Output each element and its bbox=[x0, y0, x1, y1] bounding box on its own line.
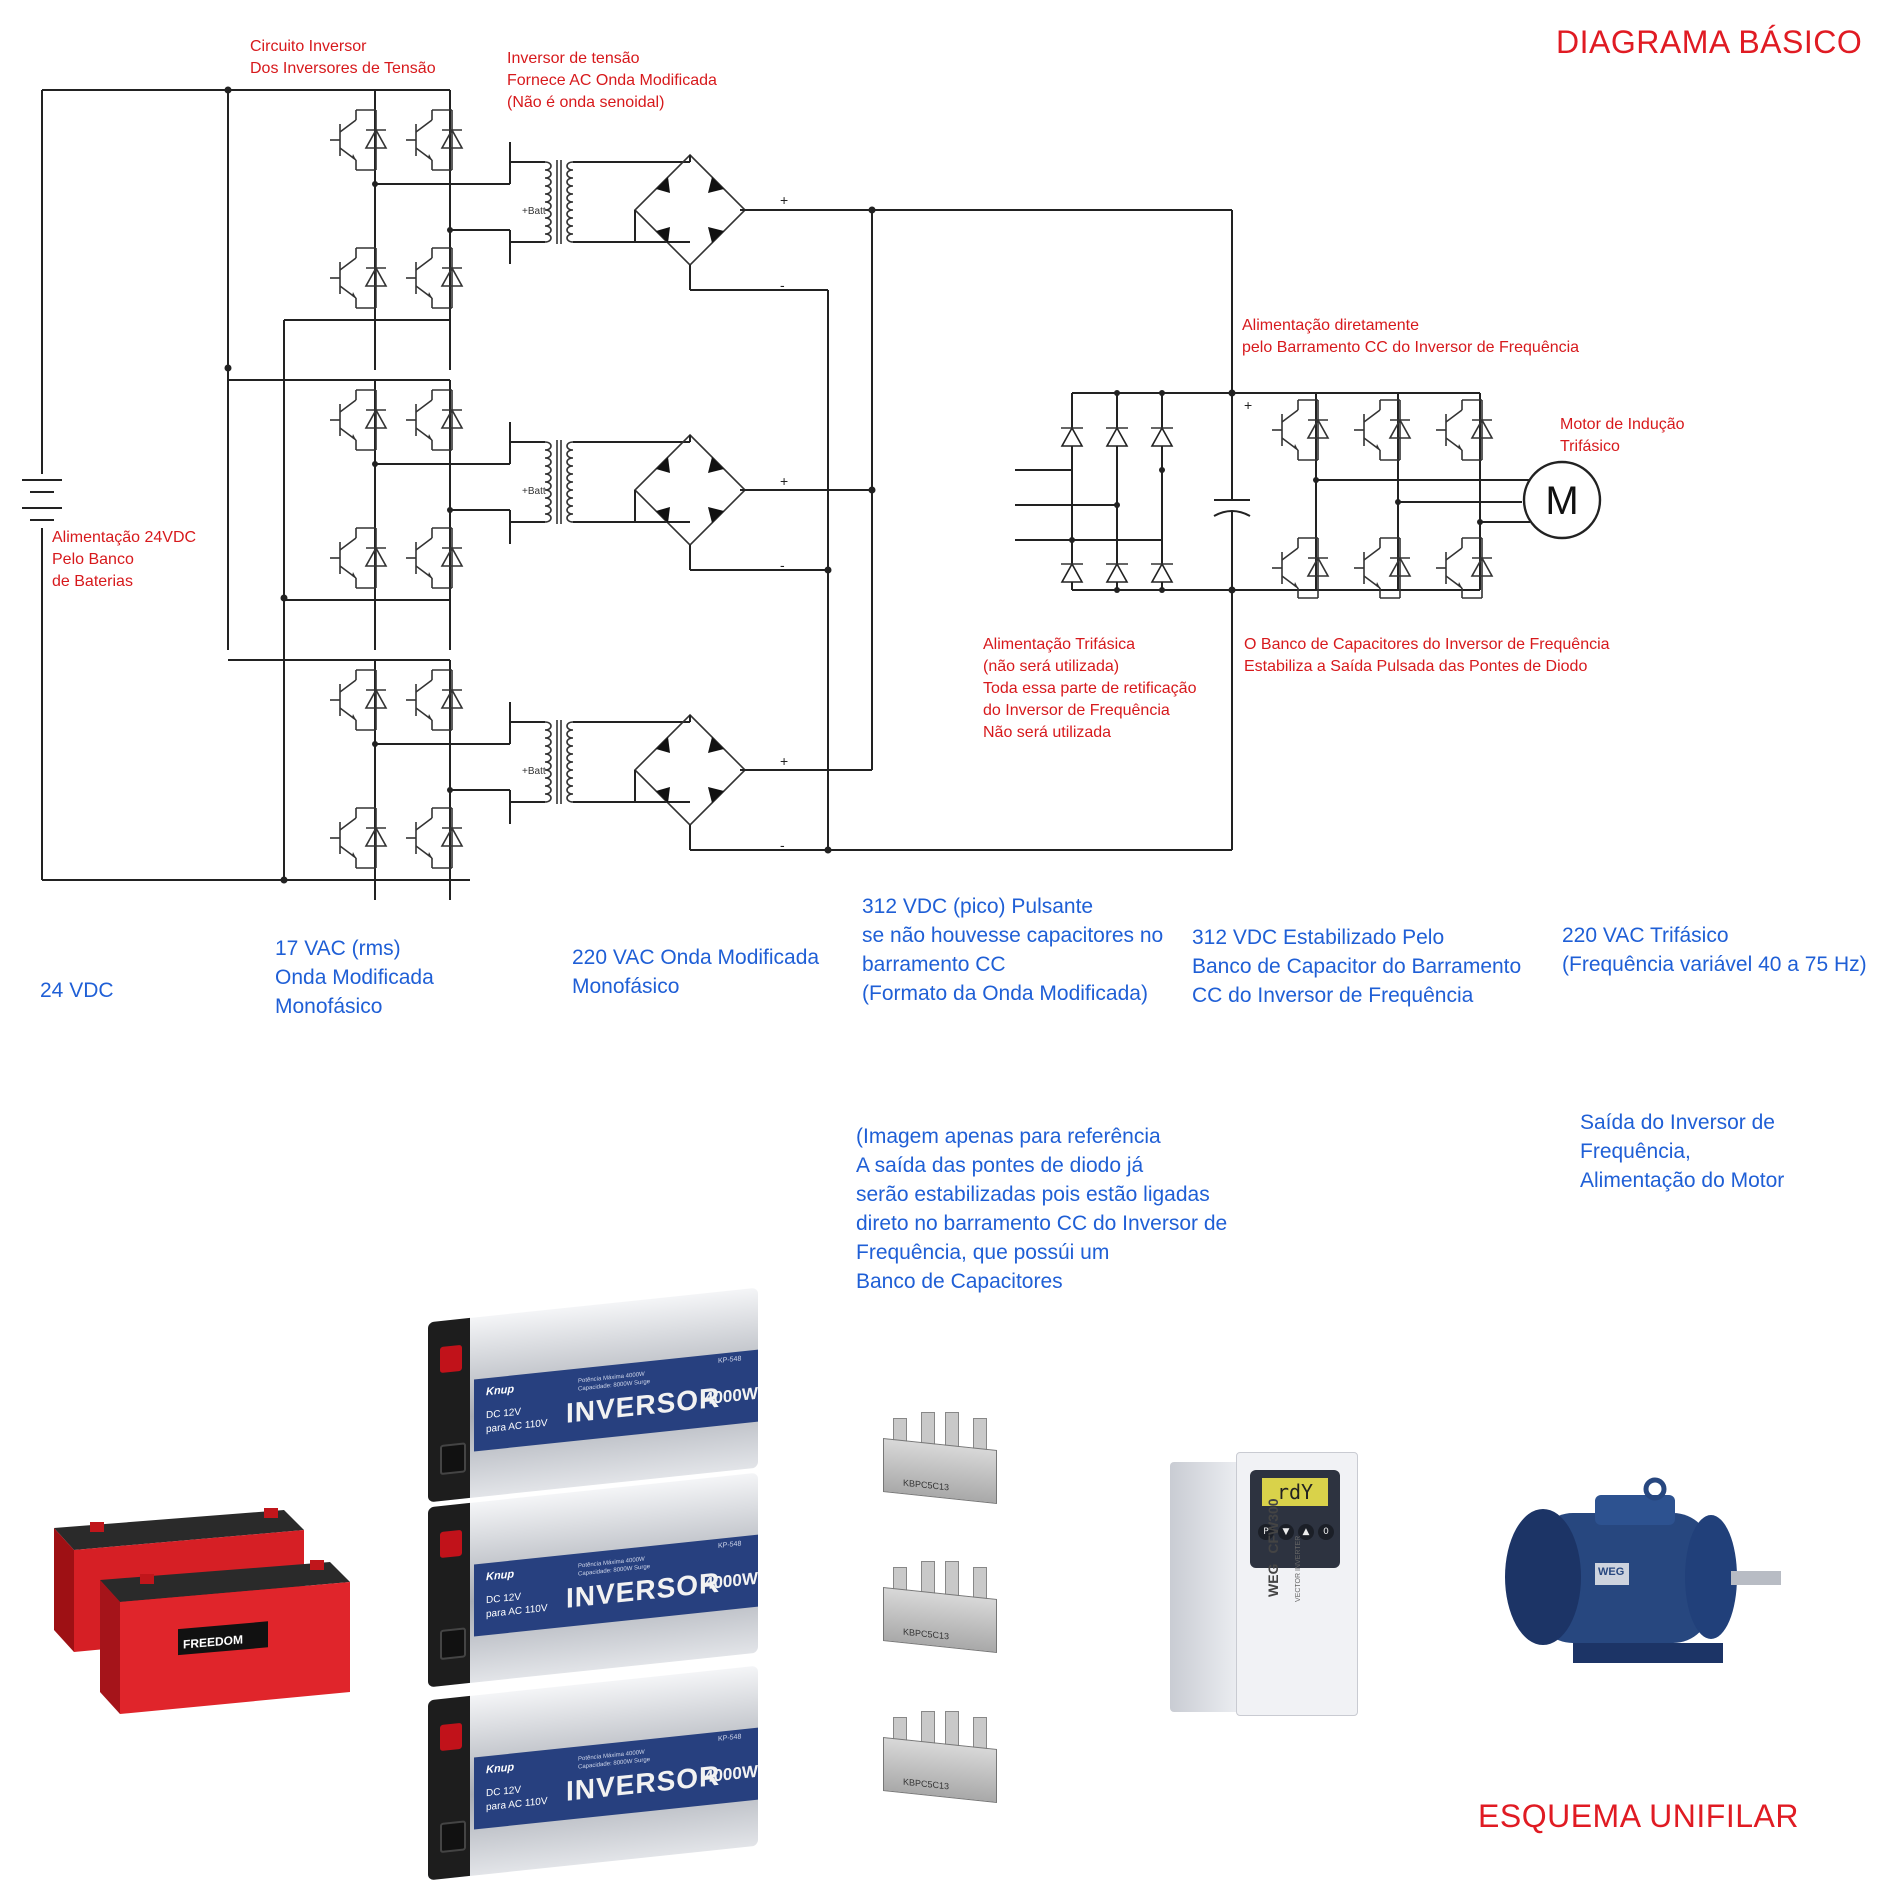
vfd-up-button[interactable]: ▲ bbox=[1298, 1524, 1314, 1540]
label-220vac-threephase: 220 VAC Trifásico (Frequência variável 4… bbox=[1562, 924, 1867, 976]
note-motor: Motor de Indução Trifásico bbox=[1560, 416, 1685, 455]
vfd-unit: rdY P ▼ ▲ 0 WEG CFW300 VECTOR INVERTER bbox=[1170, 1452, 1362, 1716]
circuit-schematic: +Batt +Batt +Batt + - + - + - bbox=[22, 86, 1602, 900]
motor-letter: M bbox=[1545, 479, 1578, 523]
vfd-rectifier bbox=[1015, 390, 1232, 593]
plus-sign: + bbox=[780, 473, 788, 489]
minus-sign: - bbox=[780, 837, 785, 853]
vfd-display: rdY bbox=[1262, 1478, 1328, 1506]
voltage-inverter-unit: Knup DC 12V para AC 110V INVERSOR 4000W … bbox=[428, 1665, 758, 1881]
vfd-run-button[interactable]: 0 bbox=[1318, 1524, 1334, 1540]
battery-bank-symbol bbox=[22, 90, 62, 880]
voltage-inverter-unit: Knup DC 12V para AC 110V INVERSOR 4000W … bbox=[428, 1472, 758, 1688]
vfd-brand: WEG bbox=[1265, 1563, 1281, 1597]
inverter-stage: +Batt bbox=[228, 89, 746, 370]
dc-bus-capacitor: + bbox=[1213, 389, 1252, 594]
plus-sign: + bbox=[1244, 397, 1252, 413]
batt-label: +Batt bbox=[522, 206, 546, 217]
vfd-p-button[interactable]: P bbox=[1258, 1524, 1274, 1540]
diode-bridge-module: KBPC5C13 bbox=[883, 1561, 1001, 1653]
vfd-model: CFW300 bbox=[1265, 1498, 1281, 1554]
motor-brand: WEG bbox=[1598, 1566, 1625, 1578]
note-dc-bus-feed: Alimentação diretamente pelo Barramento … bbox=[1242, 317, 1580, 356]
diagram-title: DIAGRAMA BÁSICO bbox=[1556, 24, 1863, 60]
label-17vac: 17 VAC (rms) Onda Modificada Monofásico bbox=[275, 937, 434, 1018]
battery-brand: FREEDOM bbox=[183, 1632, 243, 1652]
vfd-down-button[interactable]: ▼ bbox=[1278, 1524, 1294, 1540]
note-voltage-inverter: Inversor de tensão Fornece AC Onda Modif… bbox=[507, 50, 717, 111]
inverter-stage: +Batt bbox=[228, 379, 746, 650]
batt-label: +Batt bbox=[522, 486, 546, 497]
note-reference: (Imagem apenas para referência A saída d… bbox=[856, 1125, 1228, 1293]
plus-sign: + bbox=[780, 192, 788, 208]
diode-bridge-module: KBPC5C13 bbox=[883, 1412, 1001, 1504]
label-220vac-modified: 220 VAC Onda Modificada Monofásico bbox=[572, 946, 820, 998]
motor-symbol: M bbox=[1522, 460, 1602, 540]
inverter-stage: +Batt bbox=[228, 659, 746, 900]
batt-label: +Batt bbox=[522, 766, 546, 777]
minus-sign: - bbox=[780, 557, 785, 573]
note-vfd-output: Saída do Inversor de Frequência, Aliment… bbox=[1580, 1111, 1785, 1192]
minus-sign: - bbox=[780, 277, 785, 293]
label-312vdc-stable: 312 VDC Estabilizado Pelo Banco de Capac… bbox=[1192, 926, 1522, 1007]
note-battery-feed: Alimentação 24VDC Pelo Banco de Baterias bbox=[52, 529, 197, 590]
unifilar-title: ESQUEMA UNIFILAR bbox=[1478, 1798, 1799, 1834]
vfd-subtitle: VECTOR INVERTER bbox=[1295, 1535, 1302, 1602]
note-capacitor-bank: O Banco de Capacitores do Inversor de Fr… bbox=[1244, 636, 1610, 675]
label-24vdc: 24 VDC bbox=[40, 979, 114, 1002]
voltage-inverter-unit: Knup DC 12V para AC 110V INVERSOR 4000W … bbox=[428, 1287, 758, 1503]
vfd-output-bridge bbox=[1232, 392, 1530, 599]
diode-bridge-module: KBPC5C13 bbox=[883, 1711, 1001, 1803]
plus-sign: + bbox=[780, 753, 788, 769]
label-312vdc-pulsating: 312 VDC (pico) Pulsante se não houvesse … bbox=[862, 895, 1164, 1005]
note-inverter-circuit: Circuito Inversor Dos Inversores de Tens… bbox=[250, 38, 436, 77]
note-three-phase: Alimentação Trifásica (não será utilizad… bbox=[983, 636, 1197, 741]
